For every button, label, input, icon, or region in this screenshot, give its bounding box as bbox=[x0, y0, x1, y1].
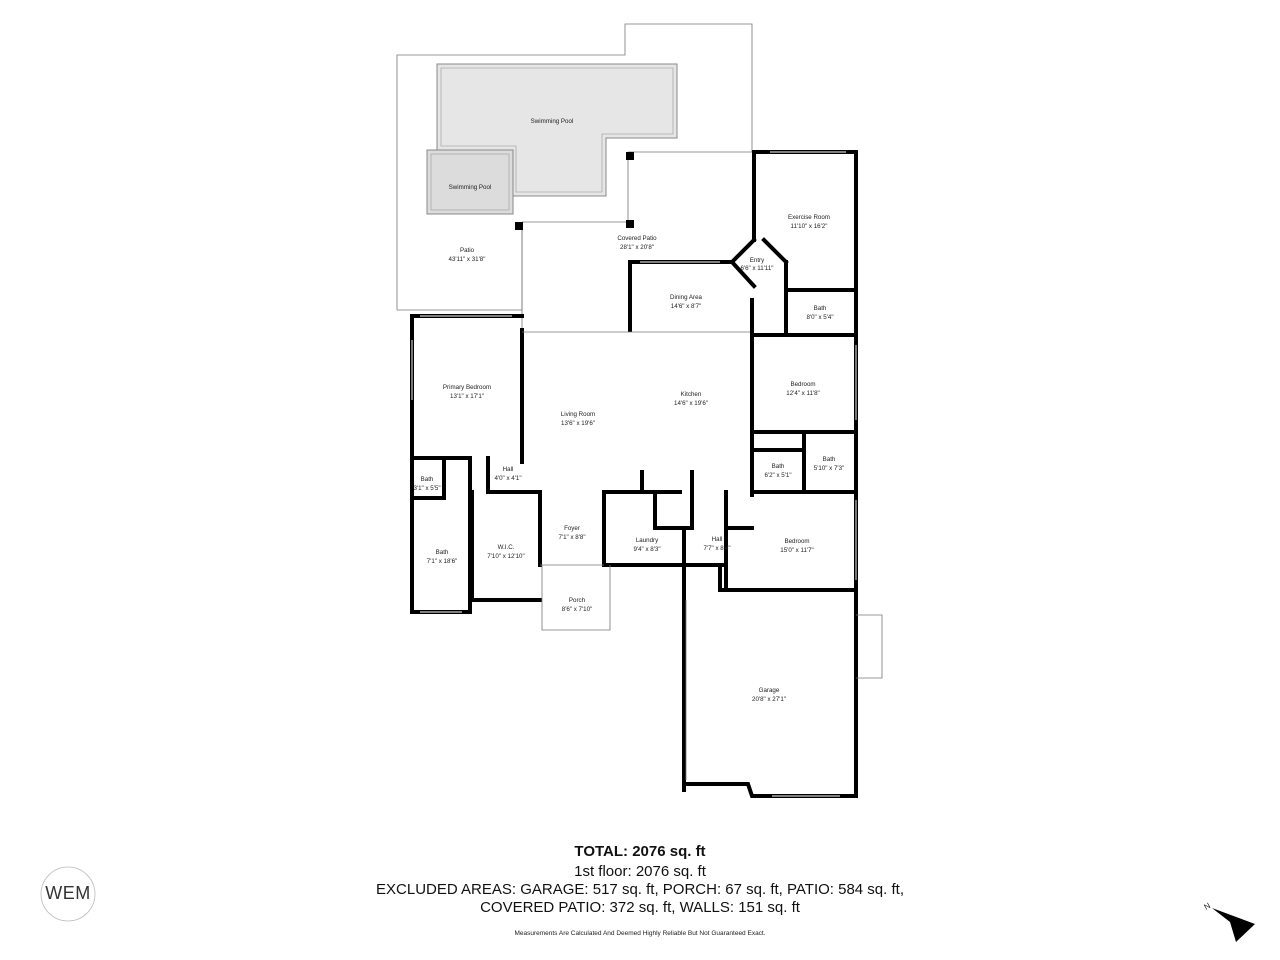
svg-text:4'0" x 4'1": 4'0" x 4'1" bbox=[494, 475, 521, 482]
room-garage: Garage 20'8" x 27'1" bbox=[752, 687, 786, 703]
svg-text:Patio: Patio bbox=[460, 247, 475, 254]
compass-label: N bbox=[1203, 901, 1213, 912]
room-bath-small-left: Bath 3'1" x 5'5" bbox=[413, 476, 440, 492]
room-bath-mid-a: Bath 6'2" x 5'1" bbox=[764, 463, 791, 479]
svg-text:Swimming Pool: Swimming Pool bbox=[531, 118, 574, 125]
svg-text:Laundry: Laundry bbox=[636, 537, 659, 544]
room-exercise-room: Exercise Room 11'10" x 16'2" bbox=[788, 214, 830, 230]
svg-text:Kitchen: Kitchen bbox=[681, 391, 702, 398]
svg-text:Foyer: Foyer bbox=[564, 525, 580, 532]
room-hall-left: Hall 4'0" x 4'1" bbox=[494, 466, 521, 482]
logo-text: WEM bbox=[45, 883, 91, 903]
svg-text:13'1" x 17'1": 13'1" x 17'1" bbox=[450, 393, 484, 400]
svg-text:14'6" x 8'7": 14'6" x 8'7" bbox=[671, 303, 702, 310]
room-bedroom-upper: Bedroom 12'4" x 11'8" bbox=[786, 381, 819, 397]
svg-text:6'6" x 11'11": 6'6" x 11'11" bbox=[740, 265, 773, 272]
svg-text:Dining Area: Dining Area bbox=[670, 294, 703, 301]
svg-text:7'1" x 18'6": 7'1" x 18'6" bbox=[427, 558, 458, 565]
svg-text:Bath: Bath bbox=[436, 549, 449, 556]
svg-text:7'10" x 12'10": 7'10" x 12'10" bbox=[487, 553, 524, 560]
room-bath-primary: Bath 7'1" x 18'6" bbox=[427, 549, 458, 565]
svg-text:Bath: Bath bbox=[814, 305, 827, 312]
room-kitchen: Kitchen 14'6" x 19'6" bbox=[674, 391, 708, 407]
svg-text:Bath: Bath bbox=[823, 456, 836, 463]
north-arrow-icon: N bbox=[1203, 901, 1255, 942]
room-hall-right: Hall 7'7" x 8'4" bbox=[703, 536, 730, 552]
svg-text:Covered Patio: Covered Patio bbox=[617, 235, 657, 242]
svg-text:15'0" x 11'7": 15'0" x 11'7" bbox=[780, 547, 813, 554]
svg-text:8'0" x 5'4": 8'0" x 5'4" bbox=[806, 314, 833, 321]
svg-text:7'1" x 8'8": 7'1" x 8'8" bbox=[558, 534, 585, 541]
excluded-areas-line-1: EXCLUDED AREAS: GARAGE: 517 sq. ft, PORC… bbox=[376, 881, 904, 898]
patio-outline bbox=[396, 23, 753, 310]
room-dining-area: Dining Area 14'6" x 8'7" bbox=[670, 294, 703, 310]
room-bedroom-lower: Bedroom 15'0" x 11'7" bbox=[780, 538, 813, 554]
room-laundry: Laundry 9'4" x 8'3" bbox=[633, 537, 660, 553]
room-entry: Entry 6'6" x 11'11" bbox=[740, 257, 773, 272]
svg-text:9'4" x 8'3": 9'4" x 8'3" bbox=[633, 546, 660, 553]
svg-text:11'10" x 16'2": 11'10" x 16'2" bbox=[791, 223, 828, 230]
first-floor-area: 1st floor: 2076 sq. ft bbox=[574, 863, 706, 880]
svg-text:Garage: Garage bbox=[759, 687, 780, 694]
room-primary-bedroom: Primary Bedroom 13'1" x 17'1" bbox=[443, 384, 491, 400]
svg-text:8'6" x 7'10": 8'6" x 7'10" bbox=[562, 606, 593, 613]
room-swimming-pool-small: Swimming Pool bbox=[449, 184, 492, 191]
room-bath-mid-b: Bath 5'10" x 7'3" bbox=[814, 456, 845, 472]
wem-logo bbox=[40, 866, 96, 922]
svg-text:Hall: Hall bbox=[503, 466, 514, 473]
svg-text:Bedroom: Bedroom bbox=[790, 381, 815, 388]
room-foyer: Foyer 7'1" x 8'8" bbox=[558, 525, 585, 541]
svg-text:Bath: Bath bbox=[421, 476, 434, 483]
svg-text:14'6" x 19'6": 14'6" x 19'6" bbox=[674, 400, 708, 407]
svg-text:6'2" x 5'1": 6'2" x 5'1" bbox=[764, 472, 791, 479]
svg-text:Bath: Bath bbox=[772, 463, 785, 470]
svg-text:Primary Bedroom: Primary Bedroom bbox=[443, 384, 491, 391]
svg-text:Hall: Hall bbox=[712, 536, 723, 543]
disclaimer: Measurements Are Calculated And Deemed H… bbox=[514, 930, 766, 937]
svg-text:13'6" x 19'6": 13'6" x 19'6" bbox=[561, 420, 595, 427]
svg-text:28'1" x 20'8": 28'1" x 20'8" bbox=[620, 244, 654, 251]
room-swimming-pool-main: Swimming Pool bbox=[531, 118, 574, 125]
swimming-pool-small bbox=[426, 149, 514, 215]
total-area: TOTAL: 2076 sq. ft bbox=[574, 843, 706, 860]
floor-plan: Swimming Pool Swimming Pool Patio 43'11"… bbox=[396, 23, 883, 798]
svg-text:Porch: Porch bbox=[569, 597, 586, 604]
svg-text:20'8" x 27'1": 20'8" x 27'1" bbox=[752, 696, 786, 703]
svg-text:Swimming Pool: Swimming Pool bbox=[449, 184, 492, 191]
excluded-areas-line-2: COVERED PATIO: 372 sq. ft, WALLS: 151 sq… bbox=[480, 899, 800, 916]
svg-text:Bedroom: Bedroom bbox=[784, 538, 809, 545]
room-covered-patio: Covered Patio 28'1" x 20'8" bbox=[617, 235, 657, 251]
room-bath-upper: Bath 8'0" x 5'4" bbox=[806, 305, 833, 321]
svg-text:Living Room: Living Room bbox=[561, 411, 595, 418]
svg-text:3'1" x 5'5": 3'1" x 5'5" bbox=[413, 485, 440, 492]
room-living-room: Living Room 13'6" x 19'6" bbox=[561, 411, 595, 427]
svg-text:W.I.C.: W.I.C. bbox=[498, 544, 515, 551]
svg-text:43'11" x 31'8": 43'11" x 31'8" bbox=[449, 256, 486, 263]
room-patio: Patio 43'11" x 31'8" bbox=[449, 247, 486, 263]
svg-text:Entry: Entry bbox=[750, 257, 765, 264]
svg-text:7'7" x 8'4": 7'7" x 8'4" bbox=[703, 545, 730, 552]
svg-text:12'4" x 11'8": 12'4" x 11'8" bbox=[786, 390, 819, 397]
room-porch: Porch 8'6" x 7'10" bbox=[562, 597, 593, 613]
svg-text:Exercise Room: Exercise Room bbox=[788, 214, 830, 221]
svg-text:5'10" x 7'3": 5'10" x 7'3" bbox=[814, 465, 845, 472]
room-wic: W.I.C. 7'10" x 12'10" bbox=[487, 544, 524, 560]
